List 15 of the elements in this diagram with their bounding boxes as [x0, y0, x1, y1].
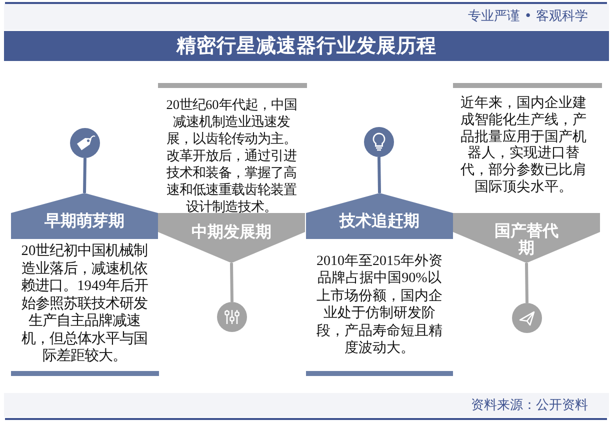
connector-line	[378, 156, 381, 194]
description-text: 近年来，国内企业建成智能化生产线，产品批量应用于国产机器人，实现进口替代，部分参数已比肩国际顶尖水平。	[460, 96, 588, 197]
connector-line	[83, 158, 86, 194]
title-bar: 精密行星减速器行业发展历程	[4, 31, 609, 61]
description-text: 20世纪初中国机械制造业落后，减速机依赖进口。1949年后开始参照苏联技术研发生产自主品牌减速机，但总体水平与国际差距较大。	[20, 243, 149, 366]
description-text: 20世纪60年代起，中国减速机制造业迅速发展，以齿轮传动为主。改革开放后，通过引进技术和装备，掌握了高速和低速重载齿轮装置设计制造技术。	[165, 96, 298, 215]
stage-title: 早期萌芽期	[44, 210, 124, 232]
connector-line	[525, 262, 528, 304]
description-text: 2010年至2015年外资品牌占据中国90%以上市场份额，国内企业处于仿制研发阶段，产品寿命短且精度波动大。	[316, 253, 444, 358]
stage-title: 技术追赶期	[340, 210, 420, 232]
connector-line	[230, 262, 234, 302]
stage-title: 中期发展期	[192, 223, 272, 240]
source-note: 资料来源：公开资料	[471, 397, 588, 414]
stage-title: 国产替代期	[494, 222, 560, 256]
tagline: 专业严谨 • 客观科学	[468, 8, 588, 26]
